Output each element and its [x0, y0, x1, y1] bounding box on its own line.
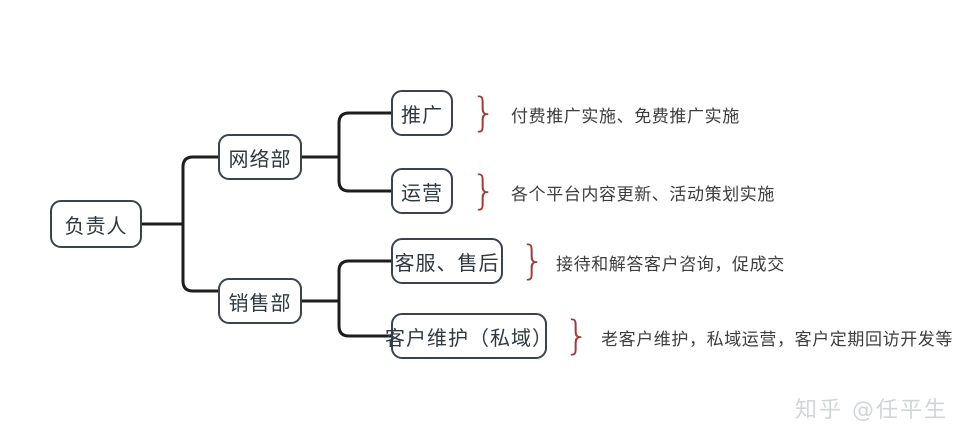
node-customer-maintenance-label: 客户维护（私域） [385, 325, 553, 350]
node-promotion-label: 推广 [401, 102, 443, 127]
node-operations[interactable]: 运营 [391, 168, 453, 214]
node-root-label: 负责人 [64, 213, 128, 238]
watermark: 知乎 @任平生 [795, 398, 948, 423]
brace-icon-promotion: } [471, 90, 497, 136]
edge-net-to-children [337, 111, 393, 193]
node-customer-service[interactable]: 客服、售后 [391, 238, 503, 284]
node-root[interactable]: 负责人 [50, 200, 142, 248]
node-department-sales-label: 销售部 [228, 290, 292, 315]
node-department-network[interactable]: 网络部 [218, 134, 302, 180]
edge-root-to-departments [181, 155, 220, 293]
node-operations-label: 运营 [401, 180, 443, 205]
brace-icon-operations: } [471, 168, 497, 214]
brace-icon-customer-maintenance: } [564, 313, 590, 359]
node-department-network-label: 网络部 [228, 146, 292, 171]
description-customer-maintenance: 老客户维护，私域运营，客户定期回访开发等 [601, 330, 953, 350]
description-operations: 各个平台内容更新、活动策划实施 [511, 185, 775, 205]
node-customer-maintenance[interactable]: 客户维护（私域） [385, 313, 552, 359]
description-customer-service: 接待和解答客户咨询，促成交 [556, 255, 785, 275]
edge-sales-to-children [337, 259, 393, 338]
node-department-sales[interactable]: 销售部 [218, 278, 302, 324]
brace-icon-customer-service: } [520, 238, 546, 284]
node-customer-service-label: 客服、售后 [394, 250, 500, 275]
node-promotion[interactable]: 推广 [391, 90, 453, 136]
description-promotion: 付费推广实施、免费推广实施 [511, 107, 740, 127]
